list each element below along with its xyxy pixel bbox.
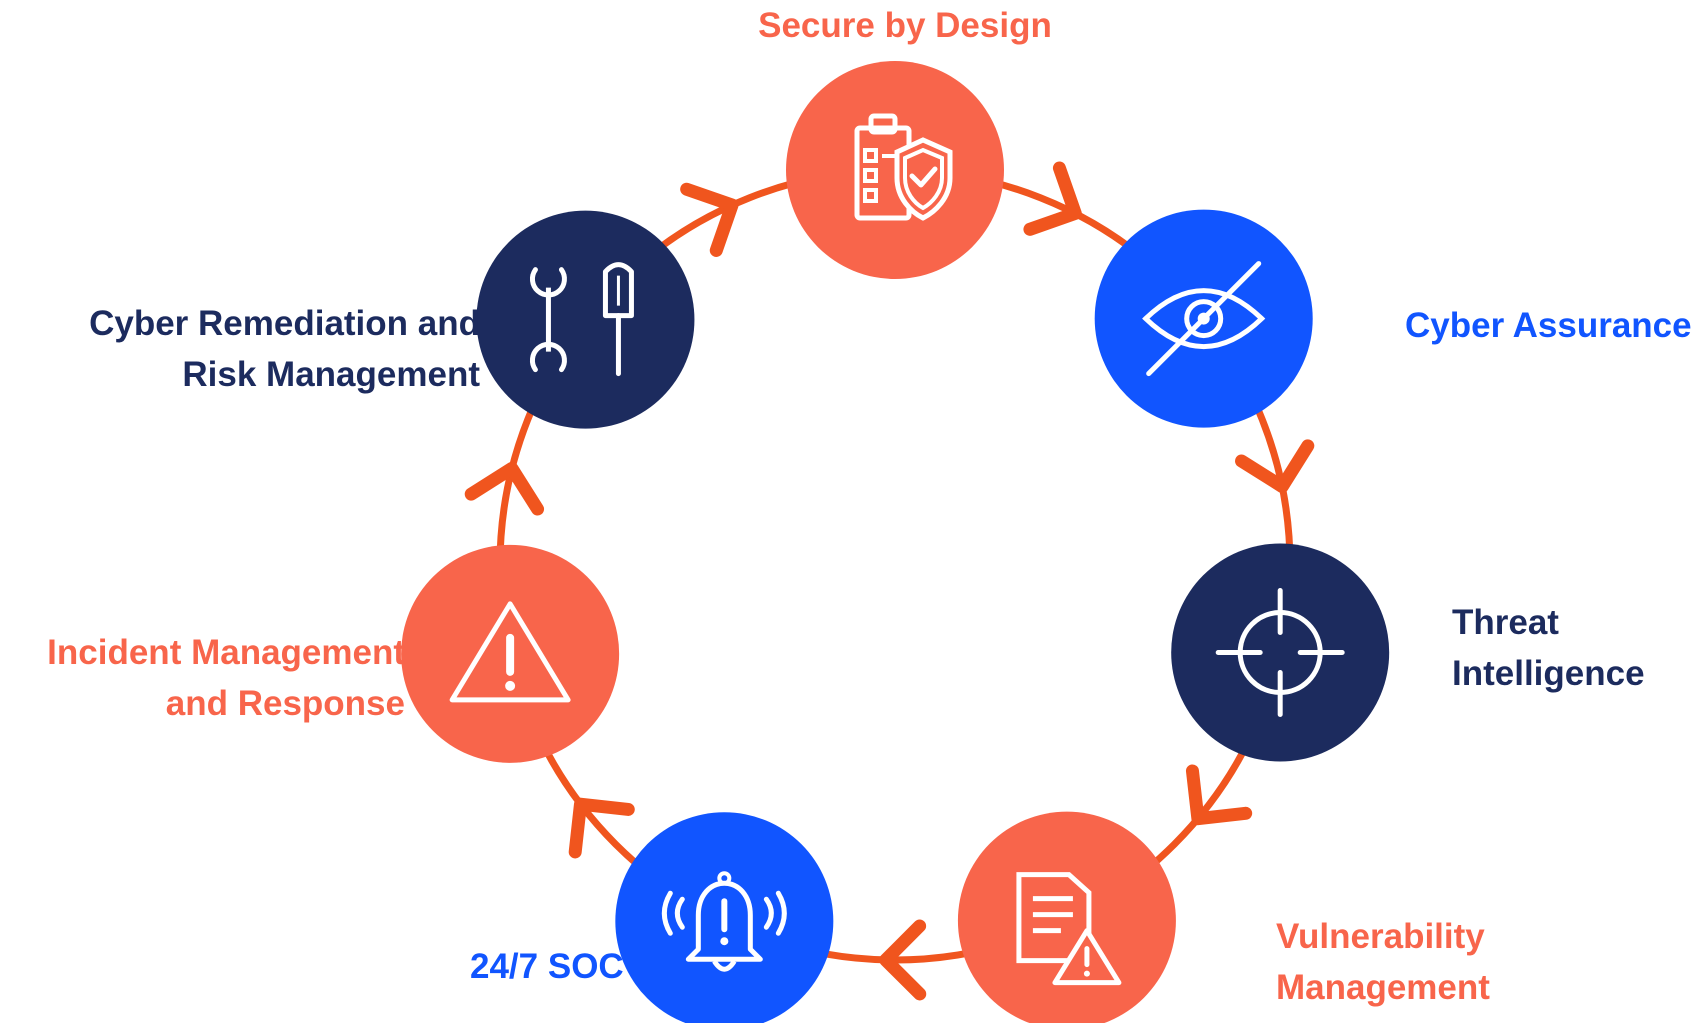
label-line: Cyber Remediation and — [89, 304, 480, 343]
label-line: Intelligence — [1452, 654, 1645, 693]
label-line: Vulnerability — [1276, 917, 1485, 956]
cycle-arrowhead — [568, 797, 635, 859]
cycle-arrowhead — [464, 461, 545, 516]
cycle-arrowhead — [1023, 161, 1082, 236]
node-cyber-assurance — [1094, 209, 1313, 428]
label-incident-management: Incident Management and Response — [47, 627, 405, 729]
node-circle — [476, 210, 695, 429]
cycle-arrowhead — [680, 182, 739, 257]
node-secure-by-design — [786, 61, 1004, 279]
cycle-arrowhead — [879, 919, 927, 1001]
node-circle — [1171, 543, 1390, 762]
label-line: Cyber Assurance — [1405, 306, 1692, 345]
label-soc-24-7: 24/7 SOC — [470, 941, 624, 992]
label-cyber-assurance: Cyber Assurance — [1405, 300, 1692, 351]
cycle-nodes — [401, 61, 1390, 1023]
cycle-arrowhead — [1235, 439, 1315, 494]
label-secure-by-design: Secure by Design — [645, 0, 1165, 51]
label-line: Risk Management — [182, 355, 480, 394]
label-line: Secure by Design — [758, 6, 1052, 45]
node-soc-24-7 — [615, 812, 834, 1023]
label-line: Incident Management — [47, 633, 405, 672]
node-vulnerability-management — [957, 811, 1176, 1023]
label-line: 24/7 SOC — [470, 947, 624, 986]
cycle-arrowhead — [1185, 764, 1253, 826]
node-incident-management — [401, 544, 620, 763]
label-line: and Response — [165, 684, 405, 723]
label-line: Threat — [1452, 603, 1559, 642]
node-threat-intelligence — [1171, 543, 1390, 762]
node-cyber-remediation — [476, 210, 695, 429]
node-circle — [957, 811, 1176, 1023]
label-line: Management — [1276, 968, 1490, 1007]
cycle-arrowheads — [464, 161, 1315, 1001]
